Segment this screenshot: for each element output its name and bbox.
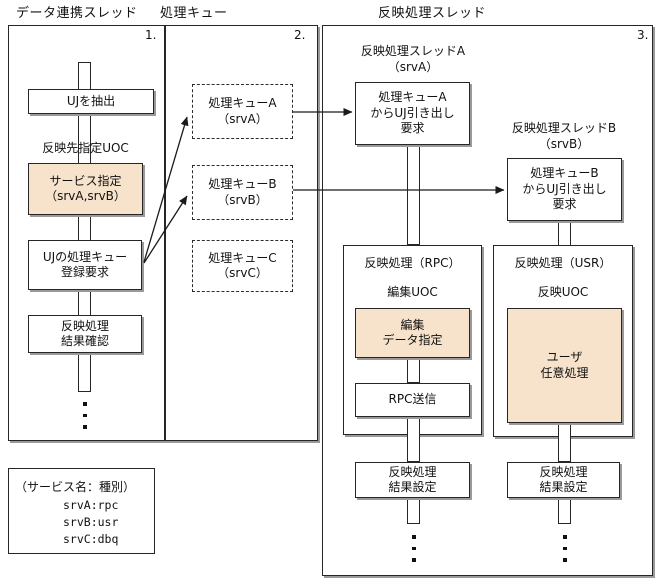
label-thread-a-subtitle: （srvA） [387,60,439,74]
dequeue-b-line3: 要求 [552,197,577,212]
user-line1: ユーザ [546,350,583,364]
legend-title: （サービス名：種別） [15,480,136,494]
label-dest-uoc: 反映先指定UOC [42,141,129,155]
thread-line-a-seg3 [407,417,420,462]
legend-entry-srva: srvA:rpc [63,498,119,512]
section-number-3: 3. [637,28,649,42]
dequeue-b-line1: 処理キューB [530,166,599,181]
box-dequeue-b: 処理キューB からUJ引き出し 要求 [507,158,622,221]
confirm-line1: 反映処理 [60,318,109,333]
result-a-line2: 結果設定 [388,480,437,494]
thread-continuation-dots-a [412,535,416,562]
box-queue-c: 処理キューC （srvC） [192,240,293,292]
result-a-line1: 反映処理 [388,464,437,479]
section-number-2: 2. [294,28,306,42]
col-header-reflect-thread: 反映処理スレッド [378,6,487,21]
enqueue-line1: UJの処理キュー [42,249,128,264]
legend-entry-srvb: srvB:usr [63,515,119,529]
legend-entry-srvc: srvC:dbq [63,532,119,546]
dequeue-a-line3: 要求 [400,121,425,136]
edit-line2: データ指定 [382,333,443,347]
enqueue-line2: 登録要求 [60,265,109,279]
confirm-line2: 結果確認 [60,334,109,348]
box-queue-a: 処理キューA （srvA） [192,84,293,139]
edit-line1: 編集 [400,317,425,332]
service-line2: （srvA,srvB） [45,189,126,203]
queue-c-line2: （srvC） [217,266,268,280]
thread-line-b-seg2 [558,423,571,462]
label-thread-a-title: 反映処理スレッドA [360,44,466,58]
dequeue-b-line2: からUJ引き出し [522,181,607,196]
thread-continuation-dots-1 [83,402,87,429]
box-extract-uj: UJを抽出 [28,89,154,114]
box-result-set-a: 反映処理 結果設定 [355,462,470,498]
thread-continuation-dots-b [563,535,567,562]
box-dequeue-a: 処理キューA からUJ引き出し 要求 [355,82,470,145]
box-result-confirm: 反映処理 結果確認 [28,315,142,353]
box-user-process: ユーザ 任意処理 [507,308,622,423]
col-header-queue: 処理キュー [160,6,228,21]
thread-line-a-seg4 [407,498,420,524]
legend-box: （サービス名：種別） srvA:rpc srvB:usr srvC:dbq [8,468,155,554]
queue-a-line2: （srvA） [217,111,268,126]
label-edit-uoc: 編集UOC [387,285,438,299]
box-rpc-send: RPC送信 [355,383,470,417]
label-thread-b-title: 反映処理スレッドB [511,121,617,135]
rpc-send-label: RPC送信 [388,392,437,407]
label-thread-b-subtitle: （srvB） [538,137,590,151]
dequeue-a-line2: からUJ引き出し [370,105,455,120]
box-service-specify: サービス指定 （srvA,srvB） [28,163,143,215]
label-reflect-uoc: 反映UOC [537,285,589,299]
frame-divider [164,25,166,441]
col-header-data-thread: データ連携スレッド [16,6,138,21]
box-extract-uj-label: UJを抽出 [66,93,116,108]
section-number-1: 1. [145,28,157,42]
thread-line-b-seg3 [558,498,571,524]
queue-b-line2: （srvB） [217,192,268,207]
label-reflect-rpc-title: 反映処理（RPC） [364,256,461,270]
dequeue-a-line1: 処理キューA [378,90,447,105]
result-b-line1: 反映処理 [539,464,588,479]
box-result-set-b: 反映処理 結果設定 [507,462,620,498]
queue-b-line1: 処理キューB [208,177,277,191]
thread-line-a-seg2 [407,358,420,383]
queue-c-line1: 処理キューC [208,250,277,265]
thread-line-data [78,62,91,392]
box-edit-data-specify: 編集 データ指定 [355,308,470,358]
thread-line-a-seg1 [407,145,420,245]
label-reflect-usr-title: 反映処理（USR） [514,256,612,270]
service-line1: サービス指定 [49,173,122,188]
box-queue-b: 処理キューB （srvB） [192,165,293,220]
queue-a-line1: 処理キューA [208,96,277,110]
user-line2: 任意処理 [540,365,589,380]
result-b-line2: 結果設定 [539,480,588,494]
thread-line-b-seg1 [558,220,571,246]
box-enqueue-request: UJの処理キュー 登録要求 [28,240,142,290]
